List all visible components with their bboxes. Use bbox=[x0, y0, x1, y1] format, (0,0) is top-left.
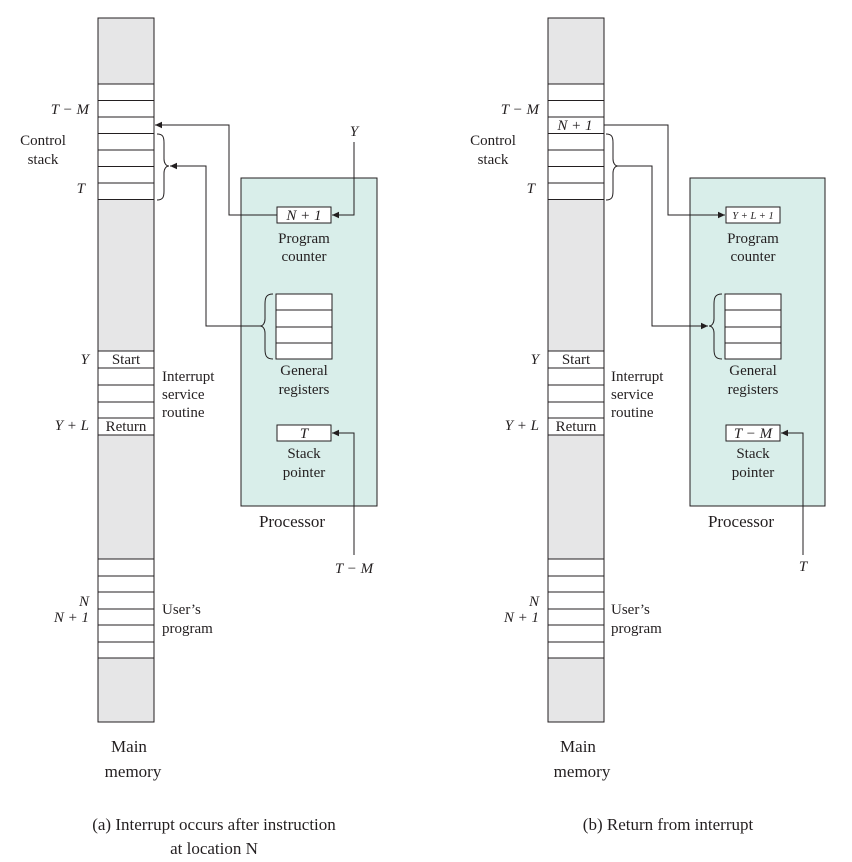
y-plus-l-label: Y + L bbox=[55, 418, 89, 434]
program-counter-label-2: counter bbox=[731, 249, 776, 265]
start-cell-label: Start bbox=[112, 352, 141, 368]
panel-a: Start Return T − M Control stack T Y Y +… bbox=[20, 17, 378, 858]
stack-to-registers-arrow bbox=[618, 165, 708, 330]
caption-a-line-2: at location N bbox=[170, 839, 258, 858]
stack-pointer-label-2: pointer bbox=[732, 465, 775, 481]
control-stack-brace bbox=[156, 133, 170, 201]
program-counter-register bbox=[725, 206, 781, 224]
start-cell-label: Start bbox=[562, 352, 591, 368]
control-stack-label-2: stack bbox=[28, 152, 59, 168]
main-memory-label-1: Main bbox=[560, 737, 596, 756]
return-cell-label: Return bbox=[556, 419, 597, 435]
program-counter-value: Y + L + 1 bbox=[732, 211, 773, 222]
registers-to-stack-arrow bbox=[170, 162, 260, 327]
user-program-label-1: User’s bbox=[162, 602, 201, 618]
n-plus-1-label: N + 1 bbox=[503, 610, 539, 626]
isr-cells: Start Return bbox=[547, 350, 605, 436]
stack-pointer-label-1: Stack bbox=[287, 446, 321, 462]
incoming-sp-label: T − M bbox=[335, 561, 375, 577]
y-label: Y bbox=[531, 352, 541, 368]
general-registers-label-1: General bbox=[280, 363, 327, 379]
pc-to-stack-arrow bbox=[155, 121, 277, 216]
processor-label: Processor bbox=[708, 512, 774, 531]
stack-pointer-label-2: pointer bbox=[283, 465, 326, 481]
y-plus-l-label: Y + L bbox=[505, 418, 539, 434]
isr-label-3: routine bbox=[162, 405, 205, 421]
program-counter-label-2: counter bbox=[282, 249, 327, 265]
main-memory-label-2: memory bbox=[105, 762, 162, 781]
user-program-cells bbox=[97, 558, 155, 659]
isr-label-2: service bbox=[162, 387, 205, 403]
caption-b: (b) Return from interrupt bbox=[583, 815, 754, 834]
main-memory-label-2: memory bbox=[554, 762, 611, 781]
n-plus-1-label: N + 1 bbox=[53, 610, 89, 626]
general-registers-label-1: General bbox=[729, 363, 776, 379]
user-program-label-1: User’s bbox=[611, 602, 650, 618]
program-counter-value: N + 1 bbox=[285, 208, 321, 224]
panel-b: N + 1 Start Return T − M Control stack T… bbox=[470, 17, 826, 834]
incoming-sp-label: T bbox=[799, 559, 809, 575]
control-stack: N + 1 bbox=[547, 83, 605, 200]
isr-label-1: Interrupt bbox=[162, 369, 215, 385]
return-cell-label: Return bbox=[106, 419, 147, 435]
isr-label-1: Interrupt bbox=[611, 369, 664, 385]
stack-pointer-register bbox=[725, 424, 781, 442]
stack-pointer-register bbox=[276, 424, 332, 442]
user-program-label-2: program bbox=[162, 621, 213, 637]
general-registers-label-2: registers bbox=[279, 382, 330, 398]
control-stack-label-1: Control bbox=[470, 133, 516, 149]
n-label: N bbox=[78, 594, 90, 610]
t-minus-m-label: T − M bbox=[501, 102, 541, 118]
control-stack-label-1: Control bbox=[20, 133, 66, 149]
control-stack bbox=[97, 83, 155, 200]
user-program-cells bbox=[547, 558, 605, 659]
processor-label: Processor bbox=[259, 512, 325, 531]
stack-pointer-label-1: Stack bbox=[736, 446, 770, 462]
isr-cells: Start Return bbox=[97, 350, 155, 436]
stack-to-pc-arrow bbox=[604, 124, 725, 219]
isr-label-2: service bbox=[611, 387, 654, 403]
general-registers bbox=[724, 293, 782, 360]
stack-top-value: N + 1 bbox=[556, 118, 592, 134]
y-to-pc-arrow bbox=[332, 142, 355, 219]
t-label: T bbox=[77, 181, 87, 197]
n-label: N bbox=[528, 594, 540, 610]
stack-pointer-value: T bbox=[300, 426, 310, 442]
program-counter-label-1: Program bbox=[278, 231, 330, 247]
t-minus-m-to-sp-arrow bbox=[332, 429, 355, 555]
general-registers-brace bbox=[708, 293, 723, 360]
general-registers-label-2: registers bbox=[728, 382, 779, 398]
isr-label-3: routine bbox=[611, 405, 654, 421]
caption-a-line-1: (a) Interrupt occurs after instruction bbox=[92, 815, 336, 834]
y-label: Y bbox=[81, 352, 91, 368]
general-registers bbox=[275, 293, 333, 360]
t-minus-m-label: T − M bbox=[51, 102, 91, 118]
control-stack-label-2: stack bbox=[478, 152, 509, 168]
incoming-pc-label: Y bbox=[350, 124, 360, 140]
program-counter-label-1: Program bbox=[727, 231, 779, 247]
stack-pointer-value: T − M bbox=[734, 426, 774, 442]
t-to-sp-arrow bbox=[781, 429, 804, 555]
user-program-label-2: program bbox=[611, 621, 662, 637]
t-label: T bbox=[527, 181, 537, 197]
control-stack-brace bbox=[605, 133, 619, 201]
main-memory-label-1: Main bbox=[111, 737, 147, 756]
